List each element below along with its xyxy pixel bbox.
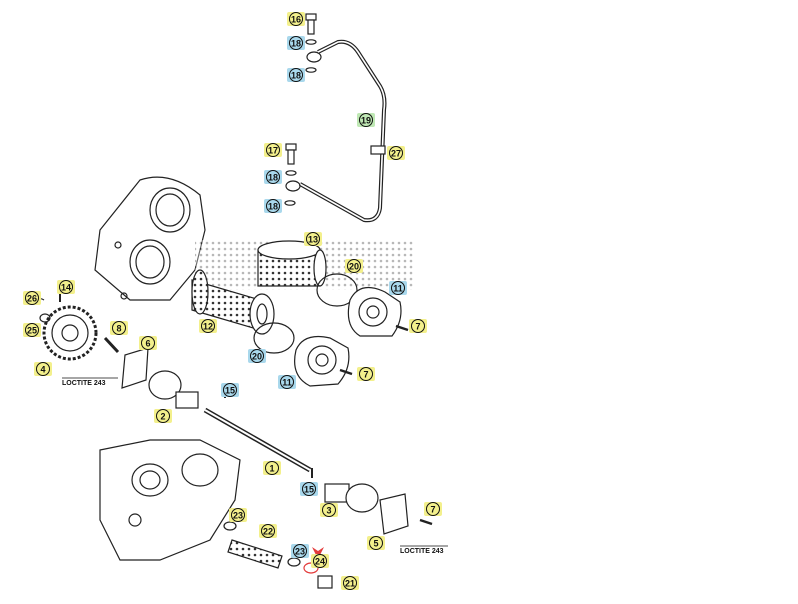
callout-20-b[interactable]: 20 <box>248 349 266 363</box>
svg-text:23: 23 <box>233 511 243 521</box>
callout-7-b[interactable]: 7 <box>357 367 375 381</box>
callout-18-d[interactable]: 18 <box>264 199 282 213</box>
svg-text:12: 12 <box>203 322 213 332</box>
svg-text:2: 2 <box>160 412 165 422</box>
bolt-8 <box>103 336 120 354</box>
callout-23-b[interactable]: 23 <box>291 544 309 558</box>
svg-text:18: 18 <box>291 39 301 49</box>
callout-13[interactable]: 13 <box>304 232 322 246</box>
callout-19[interactable]: 19 <box>357 113 375 127</box>
line-clip <box>370 145 386 155</box>
svg-text:18: 18 <box>268 173 278 183</box>
svg-text:23: 23 <box>295 547 305 557</box>
callout-21[interactable]: 21 <box>341 576 359 590</box>
callout-22[interactable]: 22 <box>259 524 277 538</box>
svg-text:4: 4 <box>40 365 45 375</box>
svg-text:24: 24 <box>315 557 325 567</box>
callout-18-a[interactable]: 18 <box>287 36 305 50</box>
svg-text:26: 26 <box>27 294 37 304</box>
callout-5[interactable]: 5 <box>367 536 385 550</box>
callout-26[interactable]: 26 <box>23 291 41 305</box>
pump-cover-5 <box>379 493 409 535</box>
svg-text:25: 25 <box>27 326 37 336</box>
callout-4[interactable]: 4 <box>34 362 52 376</box>
plug-21 <box>317 575 333 589</box>
callout-12[interactable]: 12 <box>199 319 217 333</box>
banjo-bolt-lower <box>284 143 301 206</box>
callout-17[interactable]: 17 <box>264 143 282 157</box>
callout-7-a[interactable]: 7 <box>409 319 427 333</box>
loctite-note-right: LOCTITE 243 <box>400 548 444 555</box>
svg-text:17: 17 <box>268 146 278 156</box>
callout-18-b[interactable]: 18 <box>287 68 305 82</box>
svg-text:13: 13 <box>308 235 318 245</box>
pump-plate-6 <box>121 347 149 389</box>
callout-25[interactable]: 25 <box>23 323 41 337</box>
svg-text:1: 1 <box>269 464 274 474</box>
oil-filter-small <box>257 240 327 287</box>
callout-15-a[interactable]: 15 <box>221 383 239 397</box>
diagram-canvas: LOCTITE 243 LOCTITE 243 16 18 18 19 27 1… <box>23 12 448 590</box>
blank-panel <box>470 0 798 599</box>
callout-11-a[interactable]: 11 <box>389 281 407 295</box>
engine-housing-lower <box>99 439 241 561</box>
callout-23-a[interactable]: 23 <box>229 508 247 522</box>
svg-text:3: 3 <box>326 506 331 516</box>
engine-housing-upper <box>94 176 206 301</box>
callout-14[interactable]: 14 <box>57 280 75 294</box>
svg-text:21: 21 <box>345 579 355 589</box>
callouts: 16 18 18 19 27 17 18 18 13 20 11 7 12 20… <box>23 12 442 590</box>
o-ring-lower <box>253 322 295 354</box>
loctite-note-left: LOCTITE 243 <box>62 380 106 387</box>
callout-18-c[interactable]: 18 <box>264 170 282 184</box>
callout-27[interactable]: 27 <box>387 146 405 160</box>
exploded-parts-diagram: LOCTITE 243 LOCTITE 243 16 18 18 19 27 1… <box>23 12 448 590</box>
rotor-2 <box>148 370 199 409</box>
callout-16[interactable]: 16 <box>287 12 305 26</box>
oil-line <box>299 39 387 223</box>
filter-cover-right <box>347 286 402 337</box>
svg-text:19: 19 <box>361 116 371 126</box>
svg-text:15: 15 <box>225 386 235 396</box>
svg-text:7: 7 <box>363 370 368 380</box>
filter-cover-left <box>294 335 350 387</box>
rotor-3 <box>324 483 379 513</box>
svg-text:20: 20 <box>252 352 262 362</box>
svg-text:11: 11 <box>282 378 292 388</box>
oil-pump-gear <box>42 305 98 361</box>
o-ring-upper <box>316 273 358 307</box>
callout-2[interactable]: 2 <box>154 409 172 423</box>
callout-3[interactable]: 3 <box>320 503 338 517</box>
banjo-bolt-upper <box>305 13 322 73</box>
callout-6[interactable]: 6 <box>139 336 157 350</box>
callout-11-b[interactable]: 11 <box>278 375 296 389</box>
svg-text:20: 20 <box>349 262 359 272</box>
svg-text:5: 5 <box>373 539 378 549</box>
bolt-7-lower <box>419 518 433 526</box>
callout-1[interactable]: 1 <box>263 461 281 475</box>
svg-text:18: 18 <box>268 202 278 212</box>
svg-text:6: 6 <box>145 339 150 349</box>
svg-text:18: 18 <box>291 71 301 81</box>
callout-20-a[interactable]: 20 <box>345 259 363 273</box>
svg-text:15: 15 <box>304 485 314 495</box>
callout-15-b[interactable]: 15 <box>300 482 318 496</box>
svg-text:27: 27 <box>391 149 401 159</box>
svg-text:11: 11 <box>393 284 403 294</box>
washer-25 <box>39 313 51 323</box>
callout-24[interactable]: 24 <box>311 554 329 568</box>
callout-8[interactable]: 8 <box>110 321 128 335</box>
svg-text:22: 22 <box>263 527 273 537</box>
callout-7-c[interactable]: 7 <box>424 502 442 516</box>
svg-text:16: 16 <box>291 15 301 25</box>
svg-text:14: 14 <box>61 283 71 293</box>
svg-text:8: 8 <box>116 324 121 334</box>
svg-text:7: 7 <box>415 322 420 332</box>
svg-text:7: 7 <box>430 505 435 515</box>
